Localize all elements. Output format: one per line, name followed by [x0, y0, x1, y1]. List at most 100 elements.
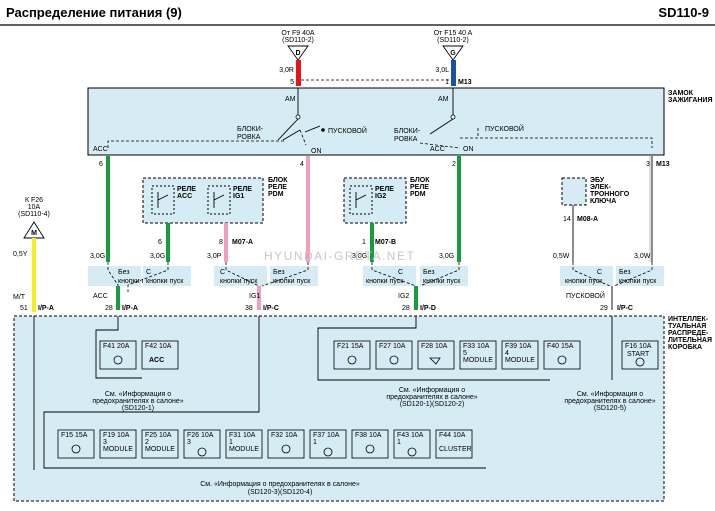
svg-text:AM: AM	[438, 96, 449, 103]
svg-text:БЛОКИ-: БЛОКИ-	[237, 126, 264, 133]
svg-text:3,0R: 3,0R	[279, 67, 294, 74]
svg-text:F31 10A: F31 10A	[229, 432, 256, 439]
svg-text:CLUSTER: CLUSTER	[439, 446, 472, 453]
svg-text:ON: ON	[311, 148, 322, 155]
svg-text:F38 10A: F38 10A	[355, 432, 382, 439]
svg-text:Без: Без	[273, 269, 285, 276]
ignition-internals: AM AM БЛОКИ- РОВКА ПУСКОВОЙ ON ACC БЛОКИ…	[93, 88, 653, 155]
svg-text:КОРОБКА: КОРОБКА	[668, 344, 702, 351]
svg-text:IG1: IG1	[233, 193, 244, 200]
svg-text:КЛЮЧА: КЛЮЧА	[590, 198, 616, 205]
svg-text:3,0W: 3,0W	[634, 253, 651, 260]
svg-text:M/T: M/T	[13, 294, 26, 301]
relay-ig1-wire	[224, 223, 228, 262]
svg-text:кнопки пуск: кнопки пуск	[366, 278, 404, 285]
svg-text:(SD110-2): (SD110-2)	[437, 37, 469, 44]
svg-text:РОВКА: РОВКА	[394, 136, 418, 143]
source-f15: От F15 40 A (SD110-2) G 3,0L 1 M13	[434, 30, 473, 86]
svg-text:(SD110-2): (SD110-2)	[282, 37, 314, 44]
svg-text:3,0G: 3,0G	[150, 253, 165, 260]
svg-text:См. «Информация о: См. «Информация о	[105, 391, 171, 398]
svg-text:M: M	[31, 230, 37, 237]
svg-text:I/P-A: I/P-A	[122, 305, 138, 312]
wire-ig2-green	[457, 156, 461, 262]
svg-text:предохранителях в салоне»: предохранителях в салоне»	[564, 398, 655, 405]
svg-text:С: С	[597, 269, 602, 276]
svg-text:M07-B: M07-B	[375, 239, 396, 246]
svg-text:См. «Информация о: См. «Информация о	[577, 391, 643, 398]
svg-text:РЕЛЕ: РЕЛЕ	[375, 186, 394, 193]
svg-text:От F9 40A: От F9 40A	[281, 30, 314, 37]
svg-text:ACC: ACC	[177, 193, 192, 200]
fuse-start: F16 10A START См. «Информация о предохра…	[564, 340, 659, 412]
svg-text:С: С	[146, 269, 151, 276]
svg-text:F28 10A: F28 10A	[421, 343, 448, 350]
svg-text:M08-A: M08-A	[577, 216, 598, 223]
svg-text:I/P-C: I/P-C	[617, 305, 633, 312]
svg-text:F19 10A: F19 10A	[103, 432, 130, 439]
svg-text:кнопки пуск: кнопки пуск	[619, 278, 657, 285]
svg-text:БЛОК: БЛОК	[410, 177, 430, 184]
svg-text:(SD120-3)(SD120-4): (SD120-3)(SD120-4)	[248, 489, 313, 496]
svg-text:предохранителях в салоне»: предохранителях в салоне»	[386, 394, 477, 401]
svg-text:кнопки пуск: кнопки пуск	[565, 278, 603, 285]
svg-text:ON: ON	[463, 146, 474, 153]
svg-text:M07-A: M07-A	[232, 239, 253, 246]
svg-text:3,0P: 3,0P	[207, 253, 222, 260]
svg-text:4: 4	[300, 161, 304, 168]
svg-text:1: 1	[397, 439, 401, 446]
svg-text:29: 29	[600, 305, 608, 312]
svg-text:(SD110-4): (SD110-4)	[18, 211, 50, 218]
split-labels: Без кнопки пуск С кнопки пуск С кнопки п…	[88, 266, 664, 286]
circuit-labels: ACC IG1 IG2 ПУСКОВОЙ	[93, 291, 605, 300]
wire-ig1-pink	[306, 156, 310, 262]
svg-text:ACC: ACC	[149, 357, 164, 364]
fuse-group-1: F41 20A F42 10A ACC См. «Информация о пр…	[92, 340, 184, 412]
svg-text:2: 2	[452, 161, 456, 168]
svg-text:кнопки пуск: кнопки пуск	[146, 278, 184, 285]
junction-entry-lines	[33, 316, 613, 470]
source-f26: К F26 10A (SD110-4) M 0,5Y M/T 51 I/P-A	[13, 197, 54, 312]
svg-text:MODULE: MODULE	[229, 446, 259, 453]
svg-text:РЕЛЕ: РЕЛЕ	[177, 186, 196, 193]
relay-block-pdm-1	[142, 177, 264, 224]
svg-text:кнопки пуск: кнопки пуск	[273, 278, 311, 285]
smart-key-ecu	[561, 177, 587, 206]
junction-title: ИНТЕЛЛЕК- ТУАЛЬНАЯ РАСПРЕДЕ- ЛИТЕЛЬНАЯ К…	[668, 316, 712, 351]
svg-text:F15 15A: F15 15A	[61, 432, 88, 439]
relay-acc-wire	[166, 223, 170, 262]
svg-text:0,5Y: 0,5Y	[13, 251, 28, 258]
svg-text:См. «Информация о предохраните: См. «Информация о предохранителях в сало…	[200, 481, 360, 488]
svg-text:F26 10A: F26 10A	[187, 432, 214, 439]
svg-text:РАСПРЕДЕ-: РАСПРЕДЕ-	[668, 330, 709, 337]
svg-text:F33 10A: F33 10A	[463, 343, 490, 350]
svg-text:I/P-C: I/P-C	[263, 305, 279, 312]
svg-text:ТРОННОГО: ТРОННОГО	[590, 191, 630, 198]
svg-text:кнопки пуск: кнопки пуск	[220, 278, 258, 285]
svg-text:1: 1	[229, 439, 233, 446]
wire-sizes: 3,0G 3,0G 3,0P 3,0G 3,0G 0,5W 3,0W	[90, 253, 651, 260]
svg-text:10A: 10A	[28, 204, 41, 211]
svg-text:С: С	[220, 269, 225, 276]
svg-text:1: 1	[362, 239, 366, 246]
wire-acc-green	[106, 156, 110, 262]
svg-text:3,0G: 3,0G	[439, 253, 454, 260]
svg-text:IG1: IG1	[249, 293, 260, 300]
svg-text:PDM: PDM	[268, 191, 284, 198]
svg-text:51: 51	[20, 305, 28, 312]
svg-text:1: 1	[313, 439, 317, 446]
svg-text:F32 10A: F32 10A	[271, 432, 298, 439]
svg-text:3,0G: 3,0G	[90, 253, 105, 260]
svg-text:РЕЛЕ: РЕЛЕ	[410, 184, 429, 191]
svg-text:Без: Без	[423, 269, 435, 276]
svg-text:ACC: ACC	[430, 146, 445, 153]
svg-text:F44 10A: F44 10A	[439, 432, 466, 439]
svg-text:38: 38	[245, 305, 253, 312]
svg-text:РЕЛЕ: РЕЛЕ	[268, 184, 287, 191]
svg-text:ТУАЛЬНАЯ: ТУАЛЬНАЯ	[668, 323, 706, 330]
svg-text:M13: M13	[458, 79, 472, 86]
page-title: Распределение питания (9)	[6, 5, 182, 20]
svg-text:4: 4	[505, 350, 509, 357]
svg-text:M13: M13	[656, 161, 670, 168]
svg-text:F21 15A: F21 15A	[337, 343, 364, 350]
